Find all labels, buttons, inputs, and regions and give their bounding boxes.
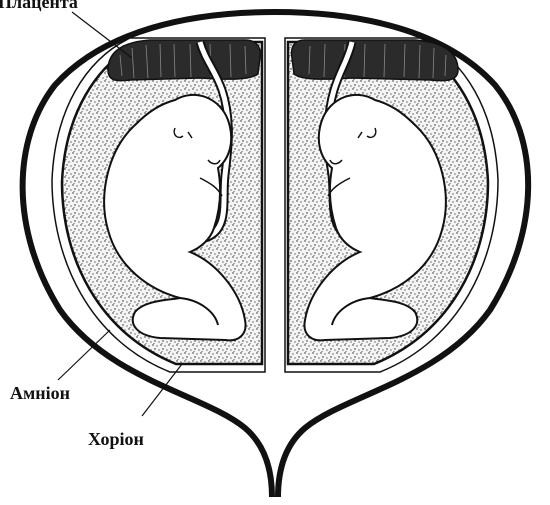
placenta-label: Плацента <box>0 0 78 11</box>
placenta-left <box>108 40 260 81</box>
amnion-label: Амніон <box>10 384 70 402</box>
chorion-label: Хоріон <box>88 430 144 448</box>
